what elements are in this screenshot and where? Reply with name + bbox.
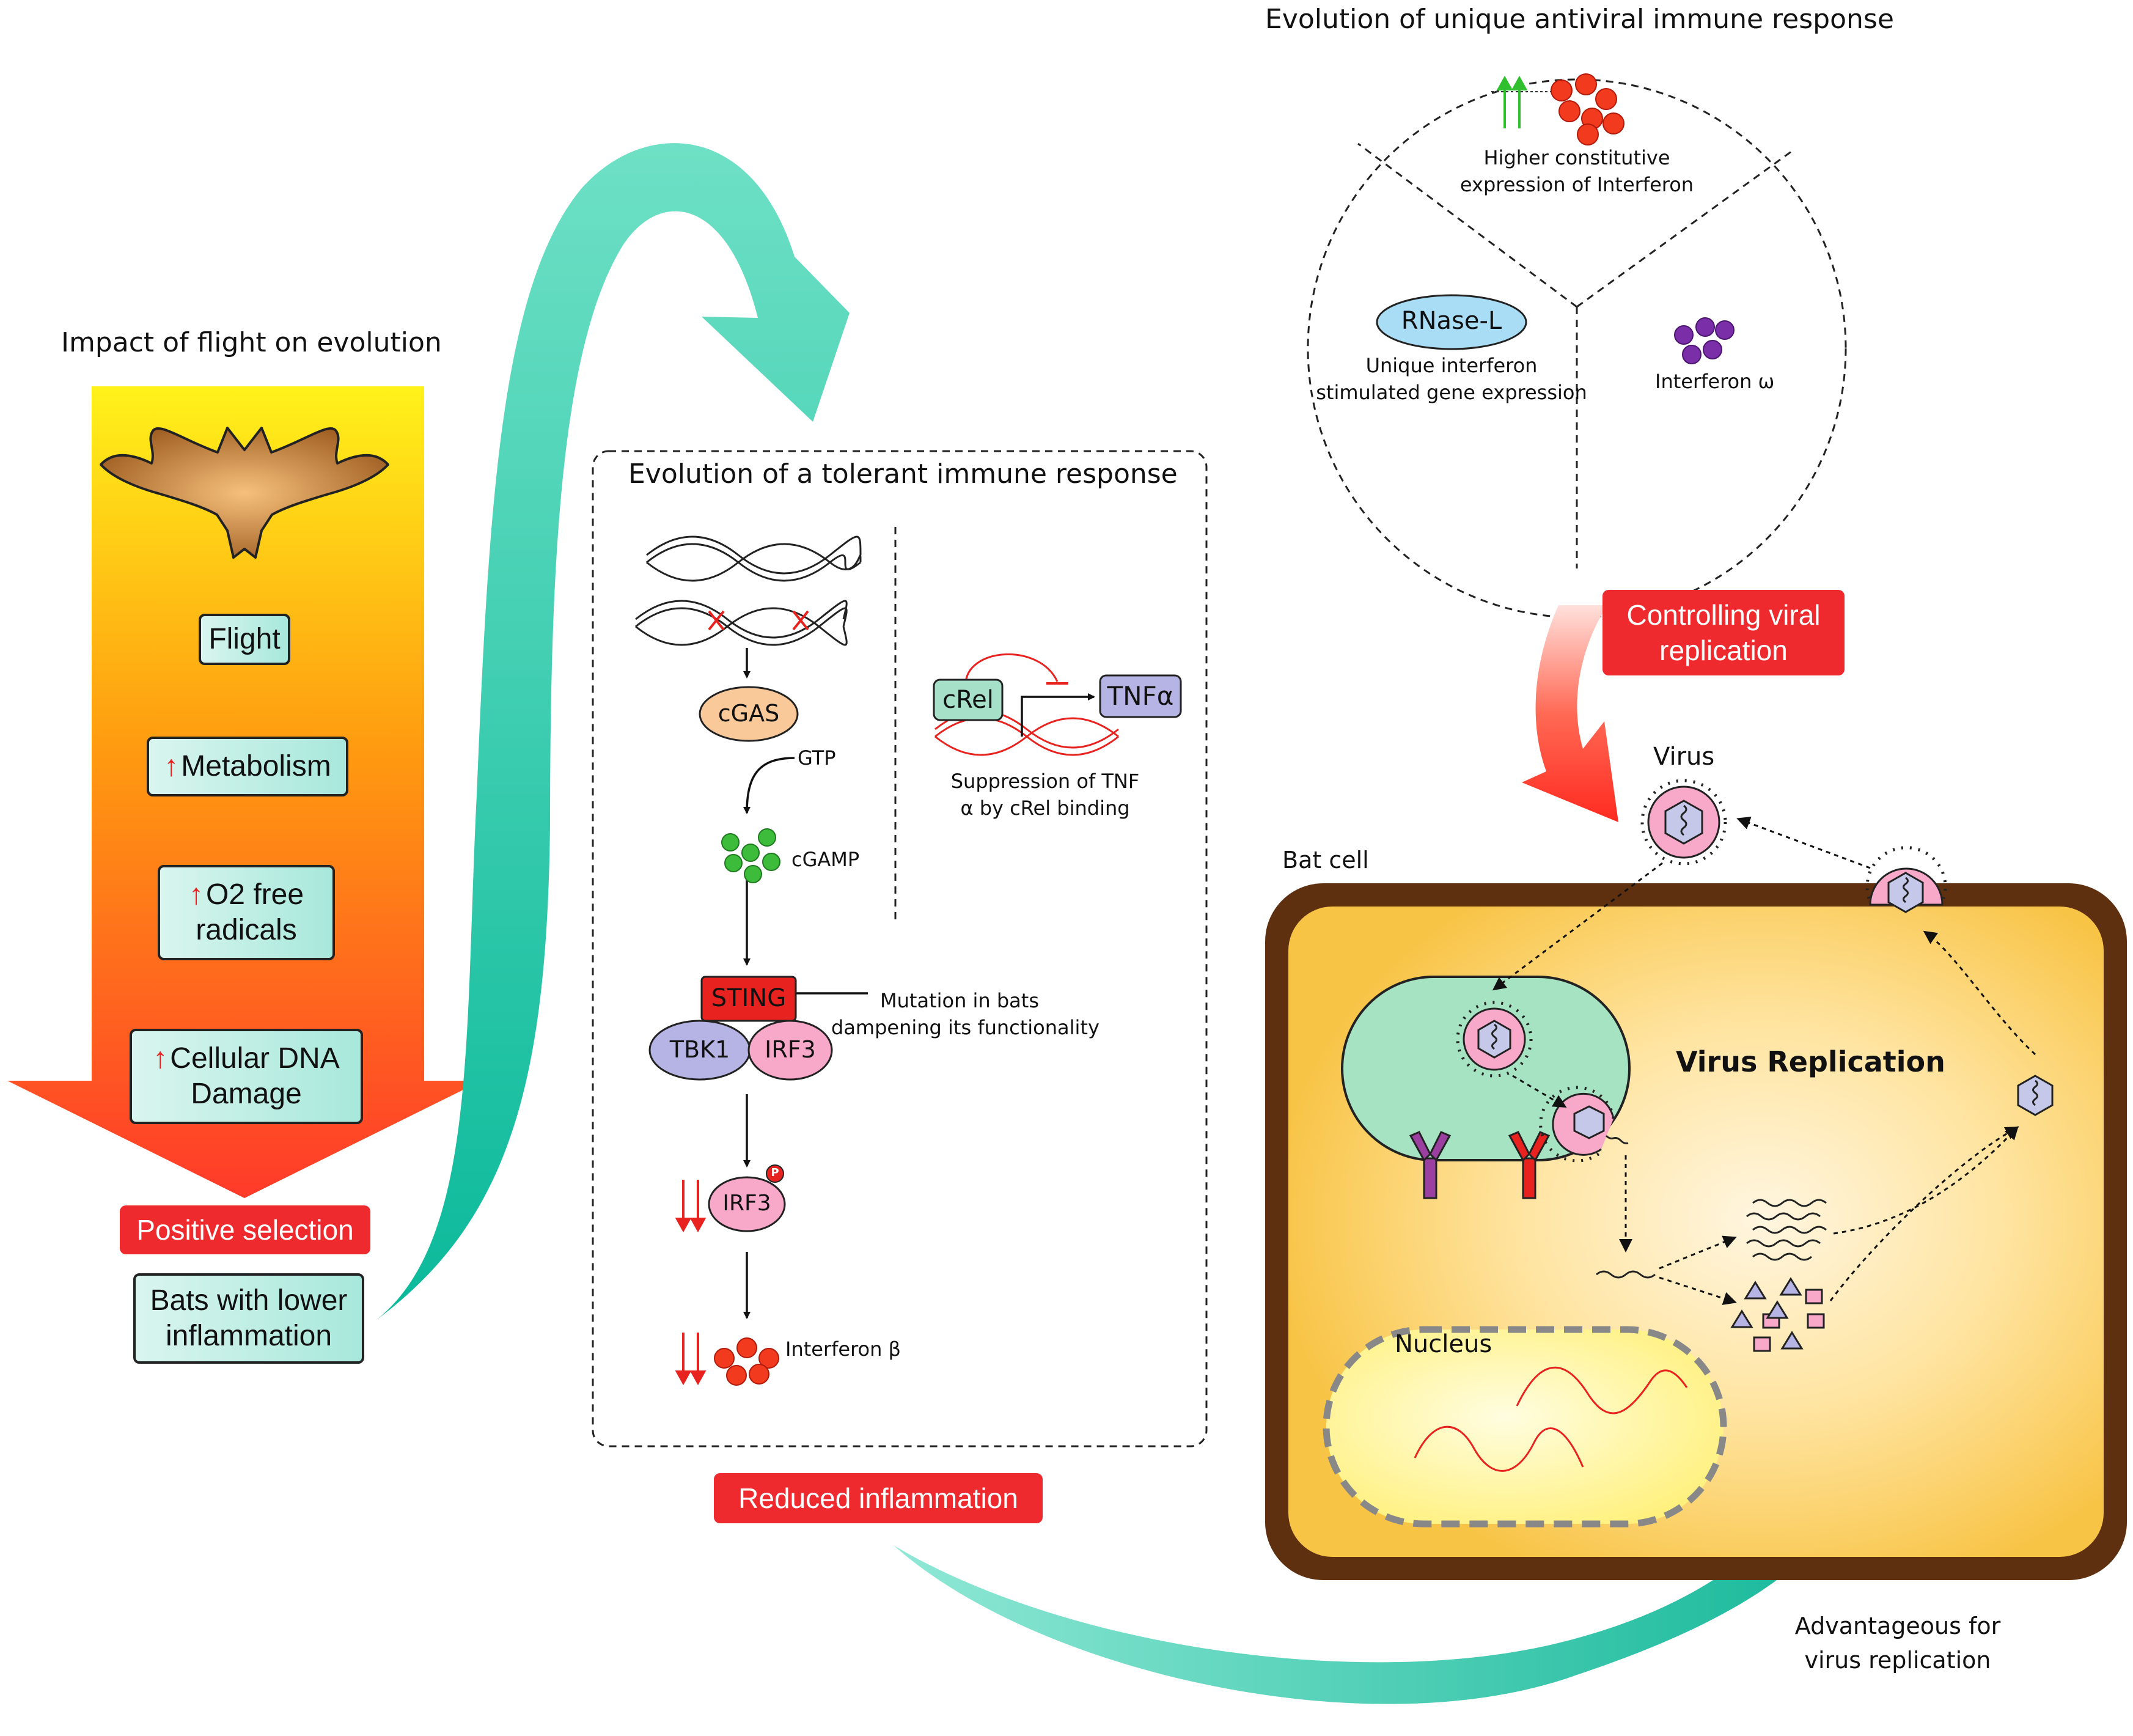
advantageous-line1: Advantageous for xyxy=(1794,1613,2001,1639)
virus-label: Virus xyxy=(1653,743,1715,771)
bat-icon xyxy=(100,427,389,559)
o2-label: O2 free xyxy=(205,878,304,911)
bat-cell-label: Bat cell xyxy=(1282,847,1369,874)
metabolism-label: Metabolism xyxy=(181,750,331,782)
new-capsid-icon xyxy=(2017,1075,2054,1116)
o2-radicals-line1: ↑O2 free xyxy=(189,877,304,913)
metabolism-up-arrow-icon: ↑ xyxy=(164,750,179,782)
dna-damage-line2: Damage xyxy=(191,1078,302,1110)
tnfa-label: TNFα xyxy=(1107,681,1174,711)
dna-damage-label: Cellular DNA xyxy=(170,1042,340,1075)
dna-up-arrow-icon: ↑ xyxy=(153,1042,168,1075)
flight-box: Flight xyxy=(199,614,290,665)
dna-icon xyxy=(635,535,862,646)
o2-up-arrow-icon: ↑ xyxy=(188,878,204,911)
teal-arrow-to-tolerance xyxy=(376,143,850,1320)
o2-radicals-line2: radicals xyxy=(196,914,297,946)
cgas-node xyxy=(699,686,799,742)
tolerance-title: Evolution of a tolerant immune response xyxy=(628,458,1178,490)
dna-damage-marks xyxy=(708,610,809,631)
sting-label: STING xyxy=(711,984,787,1012)
higher-line2: expression of Interferon xyxy=(1459,173,1694,196)
virus-budding-icon xyxy=(1865,846,1947,913)
dna-damage-line1: ↑Cellular DNA xyxy=(153,1041,339,1076)
irf3-p-label: IRF3 xyxy=(722,1191,771,1216)
controlling-line2: replication xyxy=(1659,634,1788,666)
o2-radicals-box: ↑O2 free radicals xyxy=(158,865,335,960)
receptor-red xyxy=(1508,1131,1551,1199)
gtp-label: GTP xyxy=(798,746,836,770)
flight-impact-title: Impact of flight on evolution xyxy=(61,327,442,358)
teal-arrow-to-replication xyxy=(894,1356,1940,1704)
receptor-purple xyxy=(1409,1131,1452,1199)
unique-isg-label: Unique interferon stimulated gene expres… xyxy=(1314,352,1589,406)
upregulation-arrows xyxy=(1491,75,1571,128)
controlling-line1: Controlling viral xyxy=(1626,599,1821,631)
rnase-l-label: RNase-L xyxy=(1401,307,1502,335)
unique-line2: stimulated gene expression xyxy=(1316,381,1587,404)
mutation-label: Mutation in bats dampening its functiona… xyxy=(831,987,1100,1041)
nucleus-dna xyxy=(1414,1366,1688,1472)
bats-lower-inflammation-box: Bats with lower inflammation xyxy=(133,1273,364,1364)
crel-label: cRel xyxy=(942,686,994,714)
nucleus xyxy=(1323,1326,1727,1528)
suppression-label: Suppression of TNF α by cRel binding xyxy=(905,768,1186,822)
bats-line2: inflammation xyxy=(165,1320,332,1352)
dna-damage-box: ↑Cellular DNA Damage xyxy=(130,1029,363,1124)
down-arrows-ifn-beta xyxy=(675,1333,707,1386)
interferon-dots-red xyxy=(1551,73,1625,145)
virus-replication-label: Virus Replication xyxy=(1676,1045,1945,1078)
nucleus-label: Nucleus xyxy=(1395,1330,1492,1358)
mutation-line2: dampening its functionality xyxy=(831,1016,1100,1039)
interferon-omega-label: Interferon ω xyxy=(1655,370,1775,393)
cgamp-label: cGAMP xyxy=(791,848,860,871)
irf3-label: IRF3 xyxy=(765,1036,816,1063)
down-arrows-irf3 xyxy=(675,1180,707,1233)
positive-selection-label: Positive selection xyxy=(120,1205,370,1254)
antiviral-circle xyxy=(1307,78,1847,619)
virus-in-endosome-icon xyxy=(1456,1001,1533,1078)
viral-rna-copies xyxy=(1746,1199,1827,1261)
cgas-label: cGAS xyxy=(718,700,780,727)
metabolism-box: ↑Metabolism xyxy=(147,737,348,796)
higher-expression-label: Higher constitutive expression of Interf… xyxy=(1455,144,1699,198)
viral-proteins xyxy=(1730,1277,1825,1352)
interferon-beta-dots xyxy=(714,1337,779,1386)
irf3-p-node xyxy=(708,1164,786,1232)
interferon-beta-label: Interferon β xyxy=(785,1337,901,1361)
advantageous-label: Advantageous for virus replication xyxy=(1779,1609,2017,1677)
virus-outside-icon xyxy=(1640,779,1727,866)
cgamp-dots xyxy=(721,828,780,883)
flight-label: Flight xyxy=(208,623,281,655)
higher-line1: Higher constitutive xyxy=(1483,146,1670,169)
mutation-line1: Mutation in bats xyxy=(880,989,1039,1012)
rnase-l-node xyxy=(1376,294,1527,350)
viral-rna-single xyxy=(1596,1270,1656,1279)
replication-cycle-arrows xyxy=(1492,816,2036,1305)
virus-uncoating-icon xyxy=(1539,1086,1629,1163)
p-badge-label: P xyxy=(771,1166,779,1179)
reduced-inflammation-label: Reduced inflammation xyxy=(714,1473,1043,1523)
suppression-line1: Suppression of TNF xyxy=(950,770,1140,793)
antiviral-title: Evolution of unique antiviral immune res… xyxy=(1265,4,1894,35)
tbk1-label: TBK1 xyxy=(669,1036,730,1063)
sting-complex xyxy=(648,976,833,1081)
interferon-omega-dots xyxy=(1674,317,1735,364)
crel-tnf-diagram xyxy=(933,653,1182,756)
suppression-line2: α by cRel binding xyxy=(960,796,1130,820)
pathway-arrows xyxy=(743,648,868,1319)
controlling-viral-label: Controlling viral replication xyxy=(1603,590,1845,675)
bats-line1: Bats with lower xyxy=(150,1284,348,1317)
advantageous-line2: virus replication xyxy=(1804,1647,1991,1674)
unique-line1: Unique interferon xyxy=(1365,354,1538,377)
red-curved-arrow xyxy=(1522,605,1618,822)
